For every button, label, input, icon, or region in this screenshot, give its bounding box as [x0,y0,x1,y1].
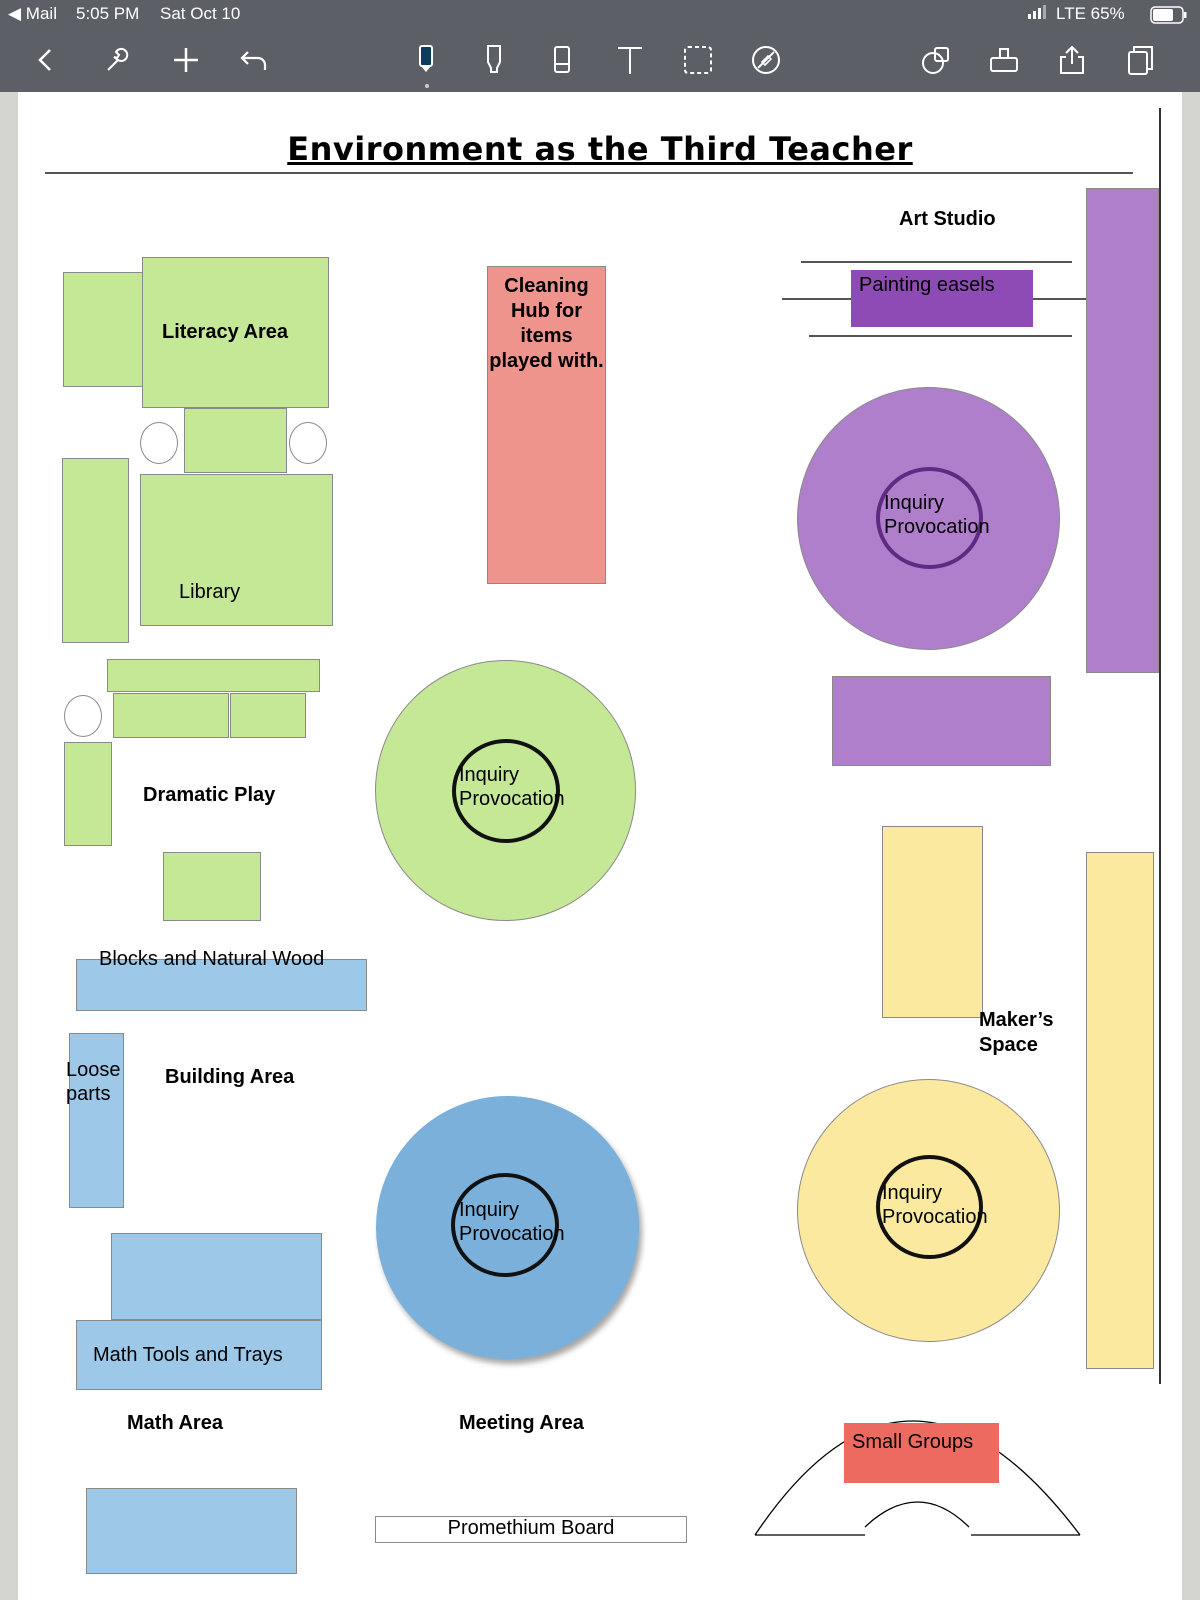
promethium-board-label: Promethium Board [447,1517,615,1539]
shapes-icon[interactable] [916,40,956,80]
pages-icon[interactable] [1120,40,1160,80]
chair [289,422,327,464]
small-groups-table [844,1423,999,1483]
meeting-area-label: Meeting Area [459,1412,584,1434]
dramatic-play-closet [64,742,112,846]
easel-rail [801,261,1072,263]
lasso-select-icon[interactable] [678,40,718,80]
art-supply-shelf [1086,188,1159,673]
highlighter-icon[interactable] [474,40,514,80]
text-tool-icon[interactable] [610,40,650,80]
active-tool-indicator [425,84,429,88]
small-groups-label: Small Groups [852,1431,974,1453]
literacy-table [142,257,329,408]
inquiry-ring [876,1155,983,1259]
inquiry-ring [452,739,560,843]
network-battery-text: LTE 65% [1056,4,1125,23]
share-icon[interactable] [1052,40,1092,80]
math-table [86,1488,297,1574]
signal-bars-icon [1028,4,1048,24]
blocks-label: Blocks and Natural Wood [99,948,325,970]
chair [140,422,178,464]
chair [64,695,102,737]
art-table [832,676,1051,766]
painting-easels [851,270,1033,327]
cleaning-hub [487,266,606,584]
status-time: 5:05 PM [76,4,140,23]
pen-icon[interactable] [406,40,446,80]
status-bar: ◀ Mail 5:05 PM Sat Oct 10 LTE 65% [0,0,1200,30]
blocks-shelf [76,959,367,1011]
status-date: Sat Oct 10 [160,4,241,23]
plus-icon[interactable] [166,40,206,80]
battery-icon [1150,6,1188,29]
math-area-label: Math Area [127,1412,223,1434]
dramatic-play-label: Dramatic Play [143,784,276,806]
library-area [140,474,333,626]
dramatic-play-kitchen [113,693,229,738]
building-area-label: Building Area [165,1066,295,1088]
makers-shelf [882,826,983,1018]
makers-storage [1086,852,1154,1369]
art-studio-label: Art Studio [899,208,996,230]
back-chevron-icon[interactable] [26,40,66,80]
undo-icon[interactable] [234,40,274,80]
document-page[interactable]: Environment as the Third Teacher Literac… [18,92,1182,1600]
ruler-icon[interactable] [984,40,1024,80]
loose-parts-shelf [69,1033,124,1208]
page-title: Environment as the Third Teacher [287,130,913,168]
literacy-small-table [184,408,287,473]
title-rule [45,172,1133,174]
literacy-area-label: Literacy Area [162,321,288,343]
math-tools-label: Math Tools and Trays [93,1344,283,1366]
right-wall-line [1159,108,1161,1384]
library-shelf [62,458,129,643]
dramatic-play-table [163,852,261,921]
dramatic-play-stove [230,693,306,738]
wrench-icon[interactable] [96,40,136,80]
dramatic-play-counter [107,659,320,692]
disable-touch-icon[interactable] [746,40,786,80]
promethium-board [375,1516,687,1543]
easel-rail [809,335,1072,337]
cleaning-hub-label: Cleaning Hub for items played with. [489,275,604,372]
small-groups-arc [754,1420,1081,1536]
inquiry-ring [451,1173,559,1277]
annotation-toolbar [0,30,1200,92]
back-to-mail-link[interactable]: ◀ Mail [8,4,57,23]
library-label: Library [179,581,241,603]
eraser-icon[interactable] [542,40,582,80]
inquiry-ring [876,467,983,569]
math-tools-shelf [76,1320,322,1390]
math-shelf [111,1233,322,1320]
painting-easels-label: Painting easels [859,274,995,296]
literacy-shelf [63,272,143,387]
